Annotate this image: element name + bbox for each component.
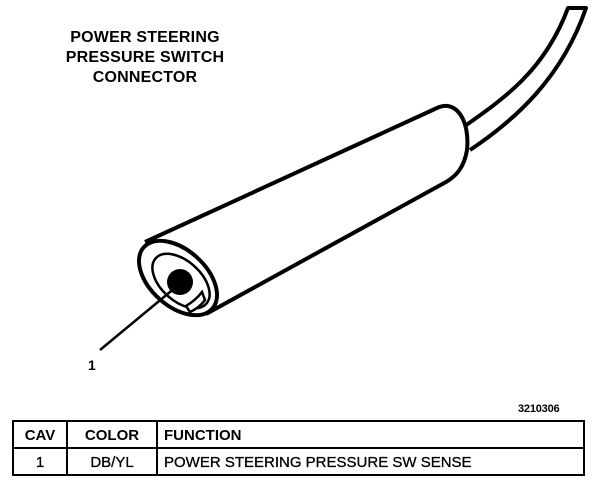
header-function: FUNCTION xyxy=(156,420,585,449)
keyway-notch xyxy=(184,289,207,314)
callout-leader-line xyxy=(99,286,177,351)
pin-table: CAV COLOR FUNCTION 1 DB/YL POWER STEERIN… xyxy=(12,420,585,476)
wire xyxy=(460,6,588,152)
title-line-1: POWER STEERING xyxy=(70,29,220,46)
title-line-2: PRESSURE SWITCH xyxy=(65,49,225,66)
title-line-3: CONNECTOR xyxy=(92,69,198,86)
header-color: COLOR xyxy=(66,420,158,449)
callout-label: 1 xyxy=(88,357,96,373)
cell-color: DB/YL xyxy=(66,447,158,476)
connector-illustration xyxy=(99,6,588,351)
connector-face-inner xyxy=(151,252,211,310)
table-row: 1 DB/YL POWER STEERING PRESSURE SW SENSE xyxy=(12,447,585,476)
connector-body xyxy=(144,104,470,316)
figure-id: 3210306 xyxy=(518,403,560,415)
cell-cav: 1 xyxy=(12,447,68,476)
header-cav: CAV xyxy=(12,420,68,449)
table-header-row: CAV COLOR FUNCTION xyxy=(12,420,585,449)
cell-function: POWER STEERING PRESSURE SW SENSE xyxy=(156,447,585,476)
diagram-title: POWER STEERING PRESSURE SWITCH CONNECTOR xyxy=(40,28,250,88)
